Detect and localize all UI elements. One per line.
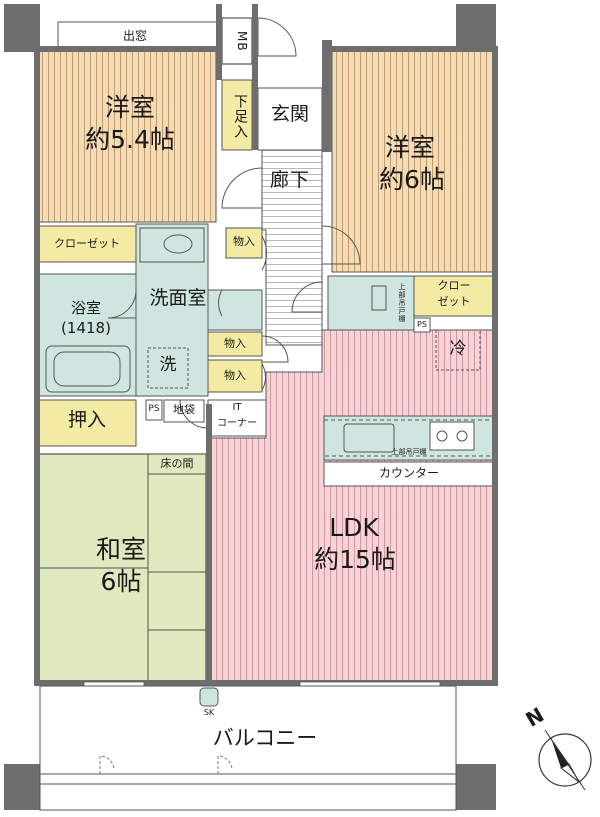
shoe-closet xyxy=(221,79,253,151)
ps-box-2 xyxy=(413,317,431,333)
ldk-name: LDK xyxy=(329,513,379,542)
washbasin xyxy=(163,234,193,254)
counter-bar xyxy=(323,461,495,487)
tatami-lines xyxy=(38,454,206,682)
ps-box-1 xyxy=(145,399,163,421)
bedroom1-name: 洋室 xyxy=(104,93,155,122)
oshiire xyxy=(37,399,137,447)
oshiire-label: 押入 xyxy=(67,409,106,431)
storage-3 xyxy=(207,359,263,393)
balcony-rail xyxy=(39,773,457,785)
storage-2 xyxy=(207,331,263,357)
bedroom1-floor xyxy=(37,49,217,223)
shoe-closet-label: 下足入 xyxy=(232,93,248,139)
toilet-room xyxy=(327,275,415,331)
bath-name: 浴室 xyxy=(70,299,101,317)
washbasin-counter xyxy=(139,227,205,263)
it-corner-label-1: IT xyxy=(232,402,242,413)
it-corner-label-2: コーナー xyxy=(217,418,257,429)
it-corner-box xyxy=(207,399,267,437)
washroom-annex xyxy=(207,289,263,331)
entrance-name: 玄関 xyxy=(270,103,309,125)
fridge-space xyxy=(435,329,481,371)
fridge-label: 冷 xyxy=(449,339,467,359)
balcony-hatch xyxy=(217,755,233,774)
tokonoma-label: 床の間 xyxy=(160,457,194,470)
washer-label: 洗 xyxy=(159,355,177,375)
sink xyxy=(343,423,395,453)
storage-1-label: 物入 xyxy=(233,235,255,248)
closet-right-label-1: クロー xyxy=(437,279,471,292)
balcony-name: バルコニー xyxy=(212,726,318,750)
bedroom2-name: 洋室 xyxy=(384,133,435,162)
ps-label-2: PS xyxy=(417,320,427,329)
balcony-floor xyxy=(39,685,457,811)
storage-3-label: 物入 xyxy=(224,369,246,382)
corridor-name: 廊下 xyxy=(270,169,311,191)
burner-icon xyxy=(456,430,468,442)
ps-label-1: PS xyxy=(148,404,160,414)
closet-right xyxy=(413,275,495,317)
bedroom2-floor xyxy=(331,49,495,273)
closet-right-label-2: ゼット xyxy=(437,295,471,308)
bay-window-label: 出窓 xyxy=(122,29,147,43)
upper-cabinet-label-2: 上部吊戸棚 xyxy=(398,283,406,323)
bath-size: (1418) xyxy=(61,319,111,337)
bathtub-inner xyxy=(53,351,121,387)
kitchen-upper-cabinet xyxy=(323,419,495,457)
storage-2-label: 物入 xyxy=(224,337,246,350)
bedroom2-size: 約6帖 xyxy=(379,165,445,194)
washitsu-name: 和室 xyxy=(95,535,146,564)
ldk-size: 約15帖 xyxy=(314,545,396,574)
bedroom1-size: 約5.4帖 xyxy=(85,125,175,154)
sk-label: SK xyxy=(203,708,215,717)
compass-icon xyxy=(538,729,592,791)
counter-label: カウンター xyxy=(378,466,439,480)
burner-icon xyxy=(436,430,448,442)
sk-sink xyxy=(199,687,219,707)
bay-window xyxy=(57,21,223,51)
balcony-hatch xyxy=(99,755,115,774)
mb-label: MB xyxy=(235,30,249,52)
door-swings xyxy=(107,17,361,429)
storage-1 xyxy=(225,227,263,259)
washitsu-size: 6帖 xyxy=(100,567,142,596)
jibukuro-box xyxy=(163,399,205,423)
walls xyxy=(4,4,498,810)
washroom-name: 洗面室 xyxy=(149,287,207,309)
closet-left-label: クローゼット xyxy=(54,237,120,250)
closet-left xyxy=(37,225,137,263)
washer-space xyxy=(147,347,189,389)
jibukuro-label: 地袋 xyxy=(173,403,195,416)
upper-cabinet-label-1: 上部吊戸棚 xyxy=(391,448,427,456)
toilet xyxy=(371,285,387,311)
